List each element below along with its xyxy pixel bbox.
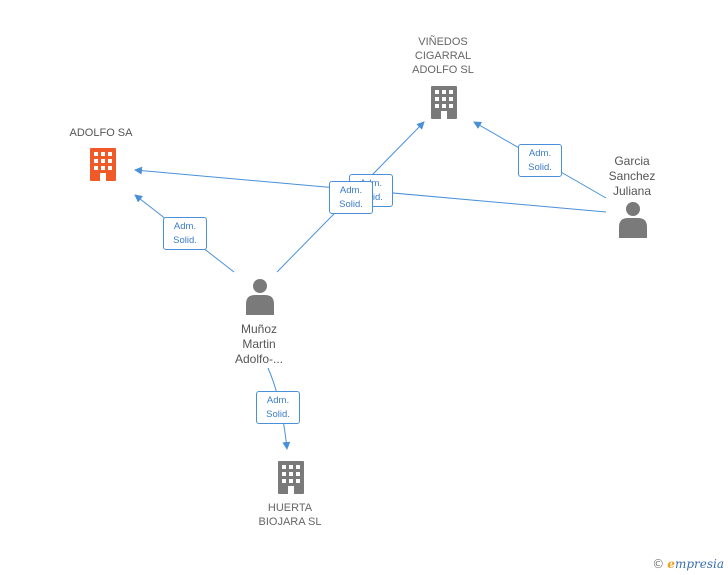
- node-label-adolfo-sa: ADOLFO SA: [69, 127, 133, 139]
- node-label-huerta: HUERTA BIOJARA SL: [258, 502, 322, 528]
- company-node-huerta[interactable]: [278, 461, 304, 494]
- building-icon: [278, 461, 304, 494]
- edge-badge-munoz-huerta[interactable]: Adm. Solid.: [256, 391, 300, 424]
- person-node-munoz[interactable]: [246, 279, 274, 315]
- person-node-garcia[interactable]: [619, 202, 647, 238]
- building-icon: [90, 148, 116, 181]
- person-icon: [246, 279, 274, 315]
- person-icon: [619, 202, 647, 238]
- edge-badge-garcia-vinedos[interactable]: Adm. Solid.: [518, 144, 562, 177]
- company-node-vinedos[interactable]: [431, 86, 457, 119]
- node-label-vinedos: VIÑEDOS CIGARRAL ADOLFO SL: [412, 36, 474, 76]
- node-label-garcia: Garcia Sanchez Juliana: [608, 154, 656, 198]
- brand-logo[interactable]: ©empresia: [652, 557, 724, 571]
- brand-name: mpresia: [674, 557, 724, 571]
- node-label-munoz: Muñoz Martin Adolfo-...: [234, 322, 284, 366]
- copyright-symbol: ©: [652, 557, 665, 571]
- edge-badge-munoz-vinedos[interactable]: Adm. Solid.: [329, 181, 373, 214]
- building-icon: [431, 86, 457, 119]
- company-node-adolfo-sa[interactable]: [90, 148, 116, 181]
- edge-badge-munoz-adolfo-sa[interactable]: Adm. Solid.: [163, 217, 207, 250]
- brand-initial: e: [667, 557, 675, 571]
